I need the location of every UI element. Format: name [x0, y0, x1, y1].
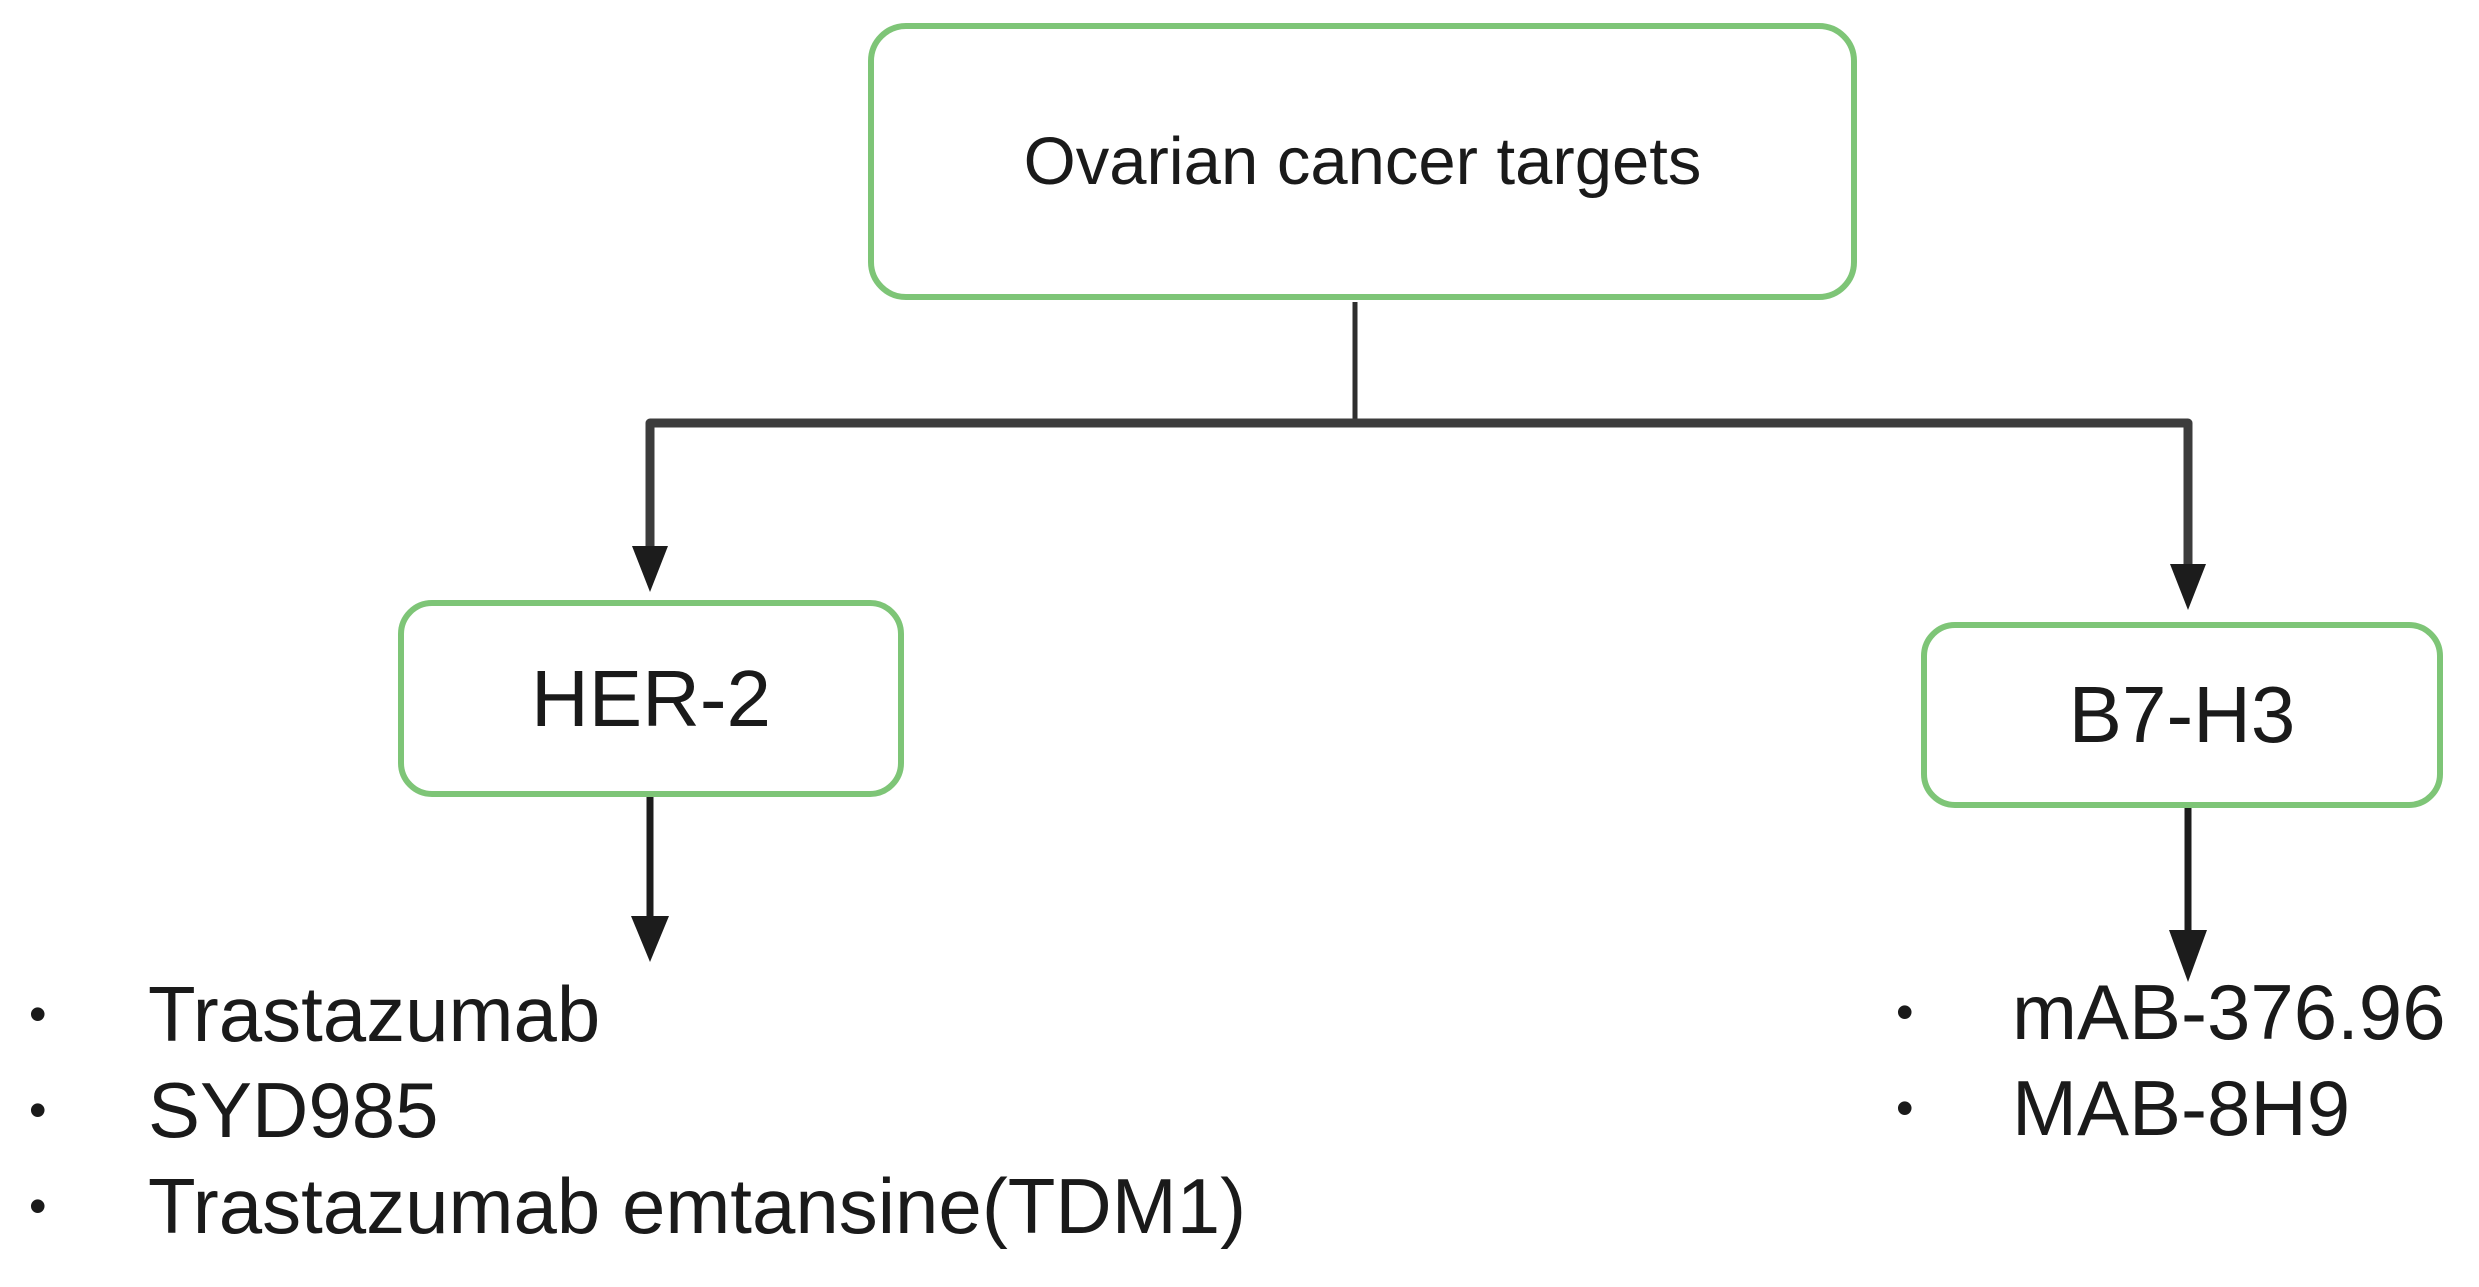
list-item: • Trastazumab emtansine(TDM1) — [15, 1158, 1246, 1254]
node-b7h3-label: B7-H3 — [2068, 670, 2296, 759]
bullet-icon: • — [1896, 1080, 1914, 1136]
list-item: • mAB-376.96 — [1886, 964, 2446, 1060]
bullet-icon: • — [29, 1178, 47, 1234]
bullet-icon: • — [29, 986, 47, 1042]
list-item-label: MAB-8H9 — [2012, 1063, 2351, 1152]
list-item-label: mAB-376.96 — [2012, 967, 2446, 1056]
list-item-label: Trastazumab — [148, 969, 601, 1058]
list-item: • SYD985 — [15, 1062, 1246, 1158]
branch-elbow-line — [645, 418, 2193, 570]
b7h3-arrowhead — [2169, 930, 2207, 982]
node-her2-label: HER-2 — [530, 653, 772, 743]
b7h3-antibody-list: • mAB-376.96 • MAB-8H9 — [1886, 964, 2446, 1156]
bullet-icon: • — [29, 1082, 47, 1138]
node-her2: HER-2 — [398, 600, 904, 797]
her2-drug-list: • Trastazumab • SYD985 • Trastazumab emt… — [15, 966, 1246, 1254]
node-ovarian-cancer-targets: Ovarian cancer targets — [868, 23, 1857, 300]
list-item: • MAB-8H9 — [1886, 1060, 2446, 1156]
bullet-icon: • — [1896, 984, 1914, 1040]
left-branch-arrowhead — [632, 546, 668, 592]
right-branch-arrowhead — [2170, 564, 2206, 610]
node-b7h3: B7-H3 — [1921, 622, 2443, 808]
list-item: • Trastazumab — [15, 966, 1246, 1062]
her2-arrowhead — [631, 916, 669, 962]
list-item-label: SYD985 — [148, 1065, 439, 1154]
list-item-label: Trastazumab emtansine(TDM1) — [148, 1161, 1247, 1250]
node-root-label: Ovarian cancer targets — [1023, 124, 1702, 199]
